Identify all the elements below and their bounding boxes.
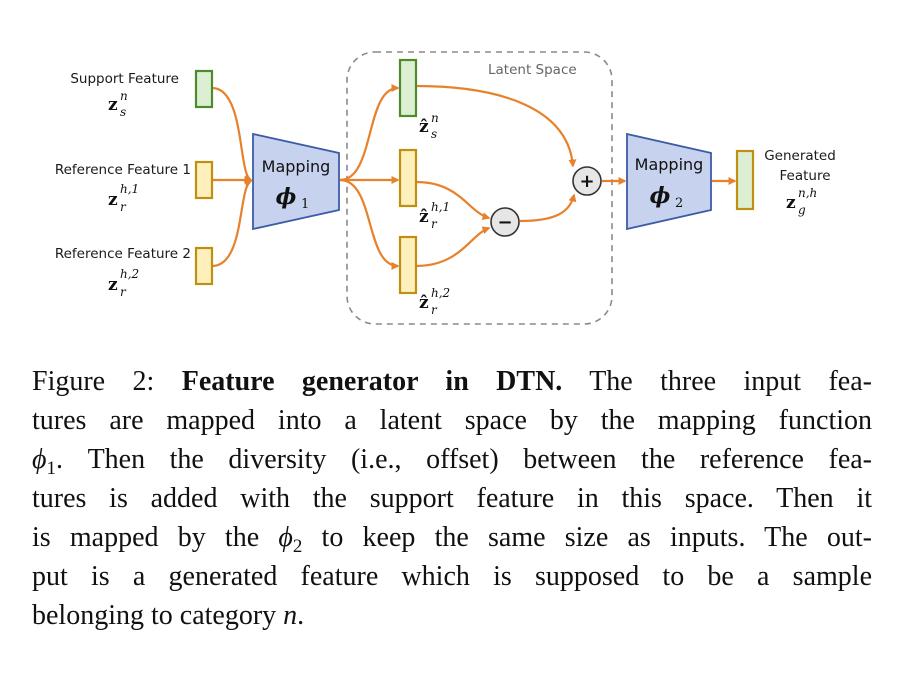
generated-feature-label-line1: Generated — [764, 148, 836, 164]
svg-text:2: 2 — [675, 196, 683, 211]
svg-text:n: n — [120, 89, 128, 103]
svg-text:−: − — [497, 212, 512, 233]
caption-line-7: belonging to category n. — [32, 600, 305, 631]
dtn-feature-generator-diagram: Latent Space Support Feature z n s Refer… — [55, 51, 836, 325]
arrow-latent-support-to-plus — [415, 84, 577, 168]
svg-text:r: r — [120, 285, 127, 299]
caption-line-6: put is a generated feature which is supp… — [32, 561, 872, 592]
svg-text:ẑ: ẑ — [419, 207, 429, 227]
svg-text:r: r — [120, 200, 127, 214]
svg-text:ẑ: ẑ — [419, 293, 429, 313]
latent-support-symbol: ẑ n s — [419, 111, 439, 141]
reference-feature-1-bar — [194, 160, 214, 200]
svg-text:1: 1 — [301, 197, 309, 212]
caption-title: Feature generator in DTN. — [181, 366, 563, 397]
mapping-phi2-label: Mapping — [635, 155, 704, 174]
mapping-phi1-symbol: ϕ — [276, 184, 297, 210]
mapping-phi2-symbol: ϕ — [650, 183, 671, 209]
svg-text:z: z — [108, 95, 118, 115]
caption-line-1: Figure 2: Feature generator in DTN. The … — [32, 366, 872, 397]
caption-line-2: tures are mapped into a latent space by … — [32, 405, 872, 436]
svg-text:h,2: h,2 — [120, 267, 139, 281]
mapping-phi1-label: Mapping — [262, 157, 331, 176]
svg-text:n: n — [431, 111, 439, 125]
minus-operator: − — [490, 207, 520, 237]
svg-text:z: z — [108, 190, 118, 210]
arrow-latent-ref2-to-minus — [415, 226, 491, 268]
svg-text:s: s — [431, 127, 437, 141]
latent-reference-2-bar — [398, 235, 418, 295]
arrow-latent-ref1-to-minus — [415, 180, 491, 221]
arrow-mapping1-to-latent-support — [339, 84, 400, 182]
svg-text:s: s — [120, 105, 126, 119]
latent-reference-2-symbol: ẑ h,2 r — [419, 286, 450, 317]
arrow-ref2-to-mapping1 — [211, 180, 253, 268]
latent-space-region: Latent Space — [346, 51, 613, 325]
svg-text:g: g — [798, 203, 806, 217]
reference-feature-2-label: Reference Feature 2 — [55, 246, 191, 262]
svg-text:h,2: h,2 — [431, 286, 450, 300]
arrows — [211, 84, 737, 270]
svg-text:r: r — [431, 217, 438, 231]
mapping-phi1-block: Mapping ϕ 1 — [252, 132, 340, 231]
arrow-mapping1-to-latent-ref2 — [339, 178, 400, 270]
svg-text:+: + — [579, 171, 594, 192]
plus-operator: + — [572, 166, 602, 196]
reference-feature-1-label: Reference Feature 1 — [55, 162, 191, 178]
figure-caption: Figure 2: Feature generator in DTN. The … — [32, 362, 872, 635]
caption-line-4: tures is added with the support feature … — [32, 483, 872, 514]
svg-text:h,1: h,1 — [431, 200, 450, 214]
reference-feature-2-symbol: z h,2 r — [108, 267, 139, 299]
latent-reference-1-bar — [398, 148, 418, 208]
arrow-minus-to-plus — [519, 193, 577, 223]
caption-figure-label: Figure 2: — [32, 366, 155, 397]
caption-line-3: ϕ1. Then the diversity (i.e., offset) be… — [32, 444, 872, 479]
svg-text:n,h: n,h — [798, 186, 817, 200]
caption-line-5: is mapped by the ϕ2 to keep the same siz… — [32, 522, 872, 557]
arrow-support-to-mapping1 — [211, 86, 253, 182]
latent-support-bar — [398, 58, 418, 118]
support-feature-label: Support Feature — [70, 71, 179, 87]
svg-text:z: z — [108, 275, 118, 295]
latent-space-label: Latent Space — [488, 62, 577, 78]
latent-reference-1-symbol: ẑ h,1 r — [419, 200, 450, 231]
support-feature-symbol: z n s — [108, 89, 128, 119]
reference-feature-1-symbol: z h,1 r — [108, 182, 139, 214]
svg-text:h,1: h,1 — [120, 182, 139, 196]
support-feature-bar — [194, 69, 214, 109]
generated-feature-bar — [735, 149, 755, 211]
svg-text:ẑ: ẑ — [419, 117, 429, 137]
mapping-phi2-block: Mapping ϕ 2 — [626, 132, 712, 231]
generated-feature-symbol: z n,h g — [786, 186, 817, 217]
reference-feature-2-bar — [194, 246, 214, 286]
svg-text:r: r — [431, 303, 438, 317]
svg-text:z: z — [786, 193, 796, 213]
generated-feature-label-line2: Feature — [779, 168, 830, 184]
